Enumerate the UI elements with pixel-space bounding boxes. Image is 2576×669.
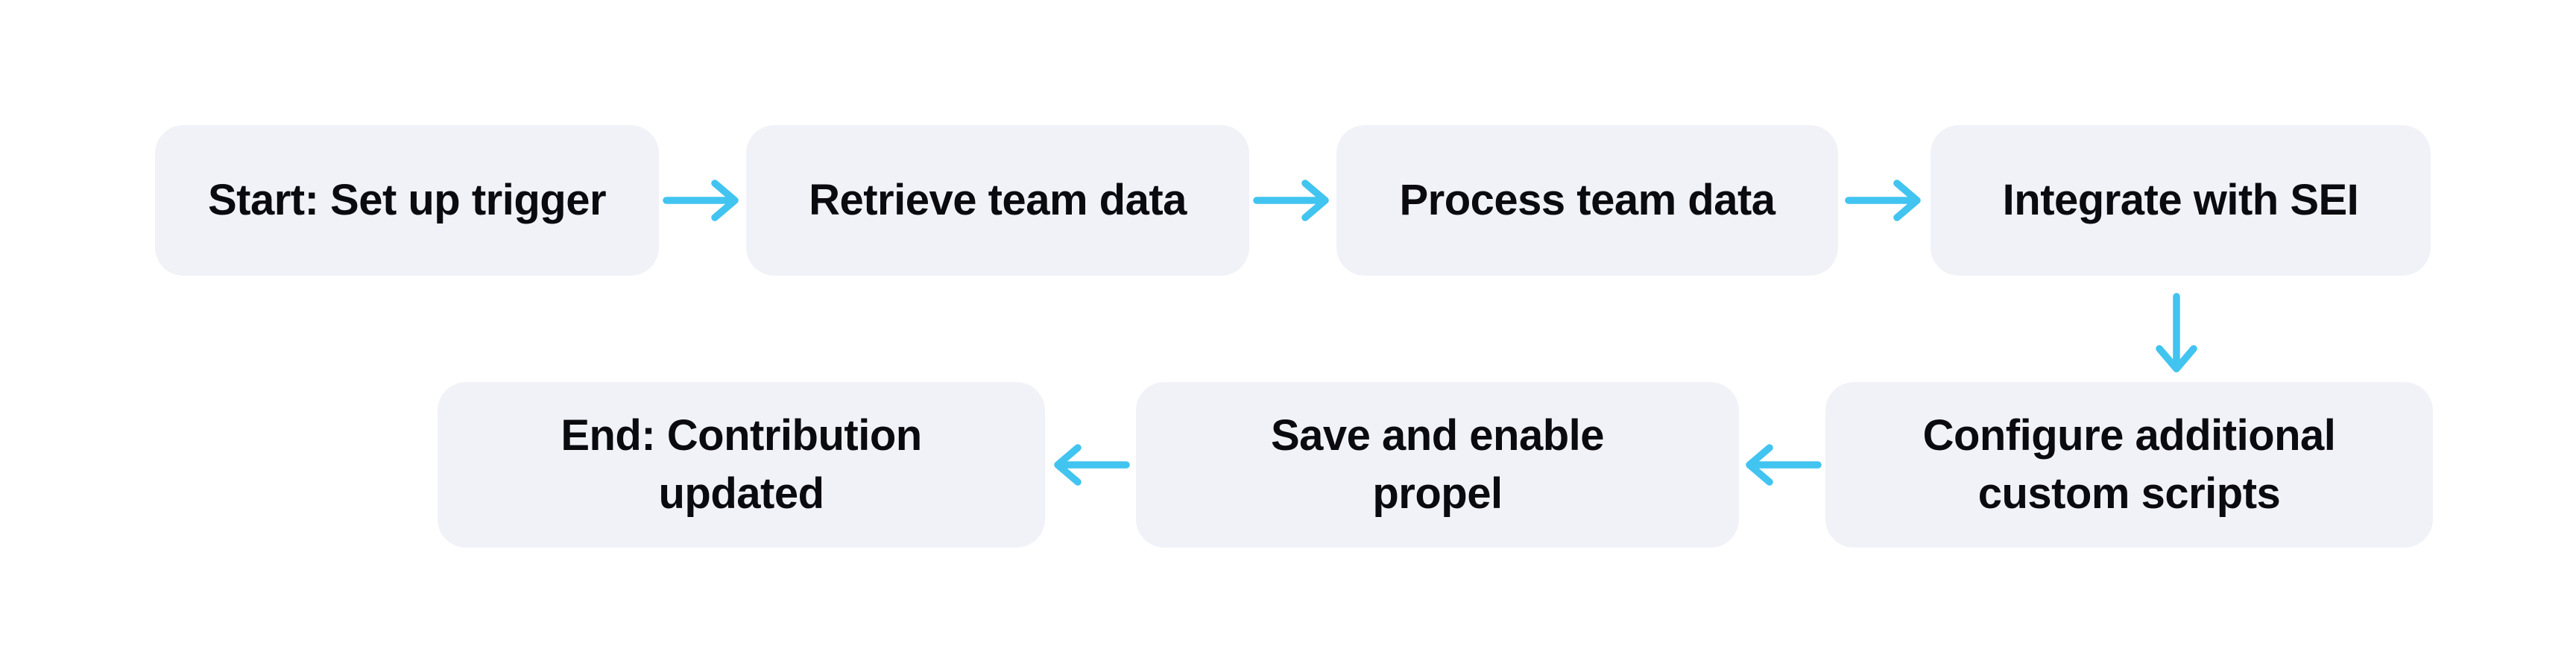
arrow-retrieve-to-process-icon — [1251, 177, 1333, 224]
flow-node-integrate-with-sei: Integrate with SEI — [1931, 125, 2431, 276]
flow-node-save-label: Save and enable propel — [1270, 410, 1605, 518]
arrow-configure-to-save-icon — [1741, 441, 1823, 489]
flow-node-end: End: Contribution updated — [438, 382, 1045, 548]
flow-node-process-label: Process team data — [1399, 175, 1775, 224]
arrow-save-to-end-icon — [1049, 441, 1131, 489]
flow-node-end-label: End: Contribution updated — [561, 410, 922, 518]
flow-node-start: Start: Set up trigger — [155, 125, 659, 276]
flow-node-integrate-label: Integrate with SEI — [2002, 175, 2359, 224]
flow-node-process-team-data: Process team data — [1336, 125, 1838, 276]
arrow-integrate-to-configure-icon — [2153, 291, 2200, 377]
arrow-start-to-retrieve-icon — [661, 177, 743, 224]
flow-node-start-label: Start: Set up trigger — [207, 175, 607, 224]
flow-node-save-and-enable: Save and enable propel — [1136, 382, 1739, 548]
arrow-process-to-integrate-icon — [1843, 177, 1925, 224]
flow-node-configure-label: Configure additional custom scripts — [1922, 410, 2336, 518]
flow-node-retrieve-team-data: Retrieve team data — [746, 125, 1249, 276]
flow-node-retrieve-label: Retrieve team data — [809, 175, 1187, 224]
flow-node-configure-scripts: Configure additional custom scripts — [1825, 382, 2433, 548]
